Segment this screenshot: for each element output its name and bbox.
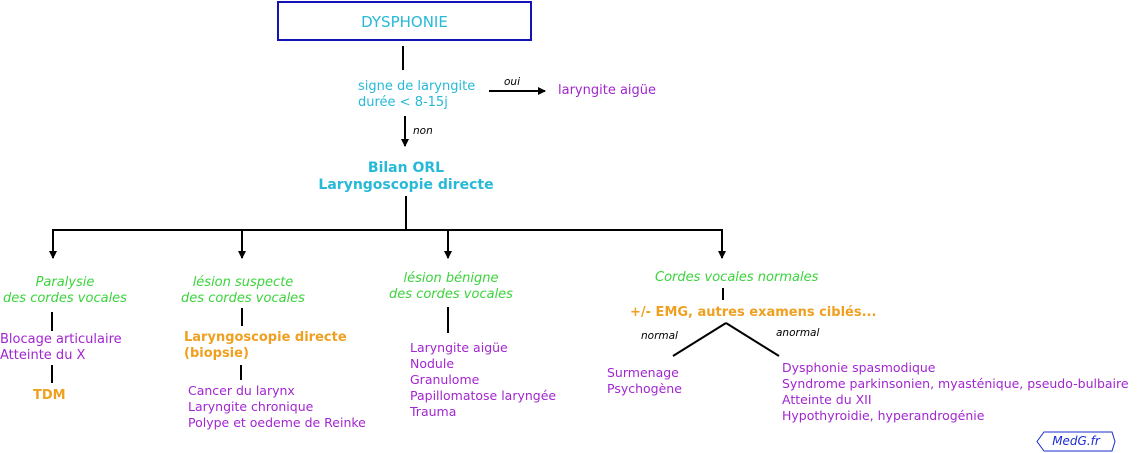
- branch-suspecte-heading: lésion suspecte des cordes vocales: [177, 275, 309, 307]
- branch-benigne-heading-1: lésion bénigne: [403, 271, 499, 286]
- list-item: Granulome: [410, 372, 480, 387]
- list-item: Hypothyroidie, hyperandrogénie: [782, 408, 985, 423]
- non-label: non: [413, 125, 433, 137]
- branch-suspecte-items: Cancer du larynx Laryngite chronique Pol…: [188, 383, 366, 431]
- oui-label: oui: [504, 76, 520, 88]
- branch-benigne-heading-2: des cordes vocales: [389, 287, 513, 302]
- list-item: Papillomatose laryngée: [410, 388, 557, 403]
- title-box: DYSPHONIE: [277, 1, 532, 41]
- branch-benigne-heading: lésion bénigne des cordes vocales: [384, 271, 518, 303]
- list-item: Laryngite chronique: [188, 399, 314, 414]
- list-item: Nodule: [410, 356, 455, 371]
- anormal-items: Dysphonie spasmodique Syndrome parkinson…: [782, 360, 1129, 424]
- normal-items: Surmenage Psychogène: [607, 365, 682, 397]
- branch-suspecte-exam-1: Laryngoscopie directe: [184, 330, 347, 345]
- logo-text: MedG.fr: [1052, 434, 1100, 448]
- question-node: signe de laryngite durée < 8-15j: [358, 79, 475, 111]
- list-item: Blocage articulaire: [0, 332, 122, 347]
- list-item: Dysphonie spasmodique: [782, 360, 936, 375]
- branch-suspecte-heading-2: des cordes vocales: [181, 291, 305, 306]
- branch-benigne-items: Laryngite aigüe Nodule Granulome Papillo…: [410, 340, 556, 420]
- list-item: Laryngite aigüe: [410, 340, 508, 355]
- branch-suspecte-exam: Laryngoscopie directe (biopsie): [184, 330, 347, 362]
- bilan-node: Bilan ORL Laryngoscopie directe: [306, 160, 506, 194]
- list-item: Syndrome parkinsonien, myasténique, pseu…: [782, 376, 1129, 391]
- bilan-line-2: Laryngoscopie directe: [318, 177, 494, 193]
- list-item: Cancer du larynx: [188, 383, 295, 398]
- branch-paralysie-exam: TDM: [33, 388, 66, 403]
- bilan-line-1: Bilan ORL: [367, 160, 445, 176]
- branch-paralysie-heading: Paralysie des cordes vocales: [0, 275, 130, 307]
- list-item: Psychogène: [607, 381, 682, 396]
- branch-paralysie-heading-1: Paralysie: [35, 275, 95, 290]
- branch-paralysie-items: Blocage articulaire Atteinte du X: [0, 332, 122, 364]
- branch-normales-exam: +/- EMG, autres examens ciblés...: [630, 305, 877, 320]
- oui-result: laryngite aigüe: [558, 83, 657, 98]
- list-item: Polype et oedeme de Reinke: [188, 415, 366, 430]
- list-item: Atteinte du X: [0, 348, 86, 363]
- branch-suspecte-heading-1: lésion suspecte: [192, 275, 294, 290]
- list-item: Surmenage: [607, 365, 679, 380]
- question-line-2: durée < 8-15j: [358, 95, 448, 110]
- branch-paralysie-heading-2: des cordes vocales: [3, 291, 127, 306]
- title: DYSPHONIE: [361, 13, 448, 31]
- branch-normales-heading: Cordes vocales normales: [655, 270, 819, 285]
- logo-shape: [1036, 431, 1116, 452]
- branch-suspecte-exam-2: (biopsie): [184, 346, 249, 361]
- anormal-label: anormal: [776, 327, 820, 339]
- normal-label: normal: [641, 330, 678, 342]
- list-item: Trauma: [410, 404, 457, 419]
- list-item: Atteinte du XII: [782, 392, 872, 407]
- question-line-1: signe de laryngite: [358, 79, 476, 94]
